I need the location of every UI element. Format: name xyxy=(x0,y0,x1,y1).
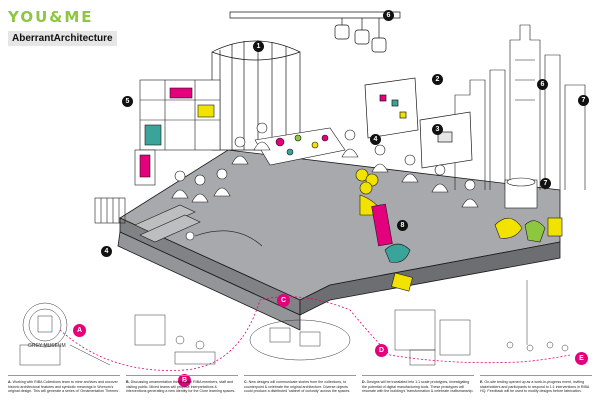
callout-badge: 8 xyxy=(397,220,408,231)
caption-rule xyxy=(480,375,592,376)
museum-sign: GREY MUSEUM xyxy=(28,343,66,349)
caption-rule xyxy=(8,375,120,376)
floor-platform xyxy=(117,149,561,331)
callout-badge: 5 xyxy=(122,96,133,107)
callout-badge: 3 xyxy=(432,124,443,135)
brand-subtitle: AberrantArchitecture xyxy=(8,31,117,46)
colored-objects xyxy=(355,168,563,292)
callout-badge: 4 xyxy=(370,134,381,145)
process-sketches xyxy=(19,280,569,366)
caption-c: C. New designs will communicate stories … xyxy=(244,380,351,394)
callout-badge: 7 xyxy=(540,178,551,189)
caption-rule xyxy=(362,375,474,376)
people xyxy=(171,122,479,247)
callout-badge: 7 xyxy=(578,95,589,106)
phase-badge-c: C xyxy=(277,294,290,307)
display-cabinet xyxy=(504,177,538,209)
central-table xyxy=(254,127,346,166)
caption-d: D. Designs will be translated into 1:1 s… xyxy=(362,380,474,394)
brand-title: YOU&ME xyxy=(8,8,94,26)
caption-rule xyxy=(126,375,238,376)
caption-e: E. On-site testing opened up as a work-i… xyxy=(480,380,590,394)
callout-badge: 1 xyxy=(253,41,264,52)
curtain-structure xyxy=(211,40,301,151)
spotlight-track xyxy=(229,11,401,53)
caption-b: B. Discussing ornamentation themes with … xyxy=(126,380,236,394)
caption-rule xyxy=(244,375,356,376)
callout-badge: 2 xyxy=(432,74,443,85)
phase-badge-e: E xyxy=(575,352,588,365)
callout-badge: 4 xyxy=(101,246,112,257)
caption-a: A. Working with RIBA Collections team to… xyxy=(8,380,120,394)
phase-badge-d: D xyxy=(375,344,388,357)
phase-badge-a: A xyxy=(73,324,86,337)
callout-badge: 6 xyxy=(537,79,548,90)
phase-badge-b: B xyxy=(178,374,191,387)
birdcage xyxy=(94,197,126,224)
steps xyxy=(134,204,201,243)
skyline xyxy=(454,24,586,190)
callout-badge: 6 xyxy=(383,10,394,21)
side-cabinet xyxy=(134,149,156,186)
process-path xyxy=(59,296,571,371)
shelving xyxy=(139,79,221,151)
